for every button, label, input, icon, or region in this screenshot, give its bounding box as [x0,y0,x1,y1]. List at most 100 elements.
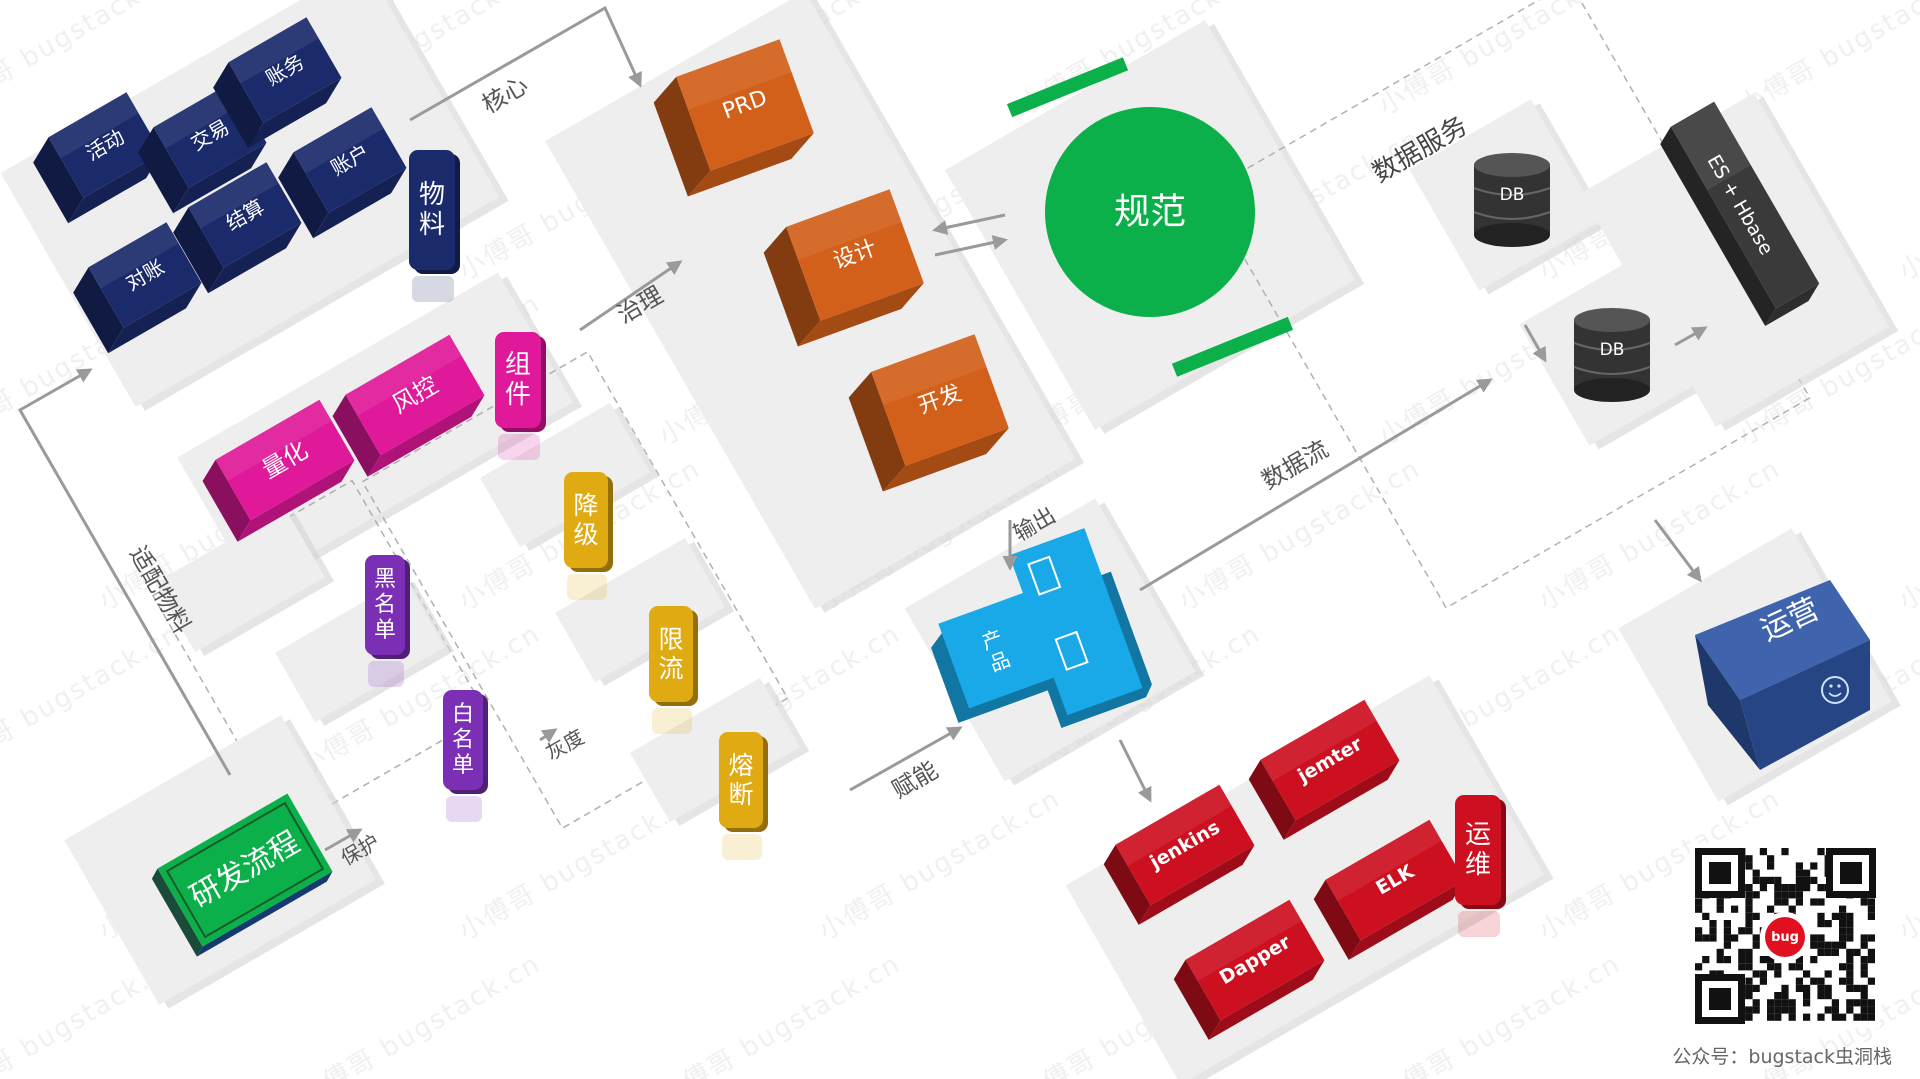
business-block: 对账 [73,222,202,354]
ratelimit-tag: 限流 [649,606,698,734]
block-bottom [173,142,267,214]
dapper-block: Dapper [1173,899,1325,1040]
block-bottom [1765,283,1820,327]
block-face [786,189,924,321]
block-face [1185,899,1325,1021]
block-bottom [68,152,162,224]
degrade-tag-label-char: 级 [573,520,598,549]
arrow-dataflow [1139,378,1493,592]
block-bottom [1138,845,1255,925]
watermark-text: 小傅哥 bugstack.cn [1894,784,1920,947]
qr-code: bug [1690,843,1880,1028]
component-tag-label-char: 件 [505,380,531,410]
block-side [33,137,84,224]
block-face [1325,819,1465,941]
block-face [88,222,202,328]
block-bottom [237,460,355,542]
standard-bar-top [1006,57,1129,118]
db2-icon-label: DB [1600,340,1625,360]
business-block: 结算 [173,162,302,294]
block-side [73,267,124,354]
block-shine [345,334,462,416]
block-shine [215,399,332,481]
block-bottom [797,283,924,347]
arrow-gray-label: 灰度 [542,725,589,766]
db2-icon: DB [1573,308,1651,402]
arrow-data-operation [1653,519,1702,583]
block-bottom [208,222,302,294]
riskctrl-block: 风控 [332,334,485,477]
workflow-block: 研发流程 [151,793,333,957]
arrow-empower [849,726,963,792]
arrow-dataflow-label: 数据流 [1257,435,1333,495]
watermark-text: 小傅哥 bugstack.cn [814,784,1066,947]
block-face [1115,784,1255,906]
block-shine [786,189,902,260]
watermark-text: 小傅哥 bugstack.cn [0,619,186,782]
block-side [213,62,264,149]
block-shine [1260,699,1377,781]
block-side [1103,844,1151,925]
arrow-db2-store [1674,326,1708,347]
watermark-text: 小傅哥 bugstack.cn [1374,949,1626,1079]
degrade-tag-label-char: 降 [573,491,598,520]
block-side [653,76,711,197]
block-shine [293,107,384,174]
block-bottom [1348,880,1465,960]
block-side [1173,959,1221,1040]
block-shine [228,17,319,84]
panel-blacklist-card [155,507,335,657]
breaker-tag: 熔断 [719,732,768,860]
block-side [848,371,906,492]
watermark-text: 小傅哥 bugstack.cn [1894,454,1920,617]
component-tag-label-char: 组 [505,350,531,380]
watermark-text: 小傅哥 bugstack.cn [1374,0,1626,121]
block-bottom [248,77,342,149]
watermark-text: 小傅哥 bugstack.cn [654,949,906,1079]
arrow-standard-in [932,213,1006,235]
db1-icon-label: DB [1500,185,1525,205]
arrow-product-ops [1118,739,1152,803]
ops-tag: 运维 [1455,795,1506,937]
degrade-tag: 降级 [564,472,613,600]
block-side [1248,759,1296,840]
ratelimit-tag-label-char: 流 [658,654,683,683]
block-bottom [108,282,202,354]
watermark-text: 小傅哥 bugstack.cn [1894,124,1920,287]
quant-block: 量化 [202,399,355,542]
block-bottom [367,395,485,477]
block-shine [48,92,139,159]
block-face [1260,699,1400,821]
block-face [48,92,162,198]
block-face [676,39,814,171]
standard-label: 规范 [1114,192,1186,233]
block-face [188,162,302,268]
breaker-tag-label-char: 熔 [728,751,753,780]
block-side [332,394,381,477]
arrow-protect [324,828,363,852]
jenkins-block: jenkins [1103,784,1255,925]
block-shine [88,222,179,289]
design-block: 设计 [763,189,924,347]
block-side [278,152,329,239]
whitelist-tag-label-char: 白 [452,702,474,727]
block-bottom [1283,760,1400,840]
material-tag: 物料 [409,150,460,302]
block-bottom [687,133,814,197]
block-side [1660,126,1776,327]
db1-icon: DB [1473,153,1551,247]
arrow-govern [579,260,683,332]
standard-circle [1045,107,1255,317]
whitelist-tag-label-char: 单 [452,753,474,778]
panel-gray [361,350,789,830]
whitelist-tag: 白名单 [443,690,488,822]
arrow-adapt [17,368,232,776]
arrow-core [409,5,642,122]
watermark-text: 小傅哥 bugstack.cn [294,949,546,1079]
block-face [293,107,407,213]
material-tag-label-char: 料 [419,210,445,240]
business-block: 活动 [33,92,162,224]
prd-block: PRD [653,39,814,197]
block-shine [188,162,279,229]
